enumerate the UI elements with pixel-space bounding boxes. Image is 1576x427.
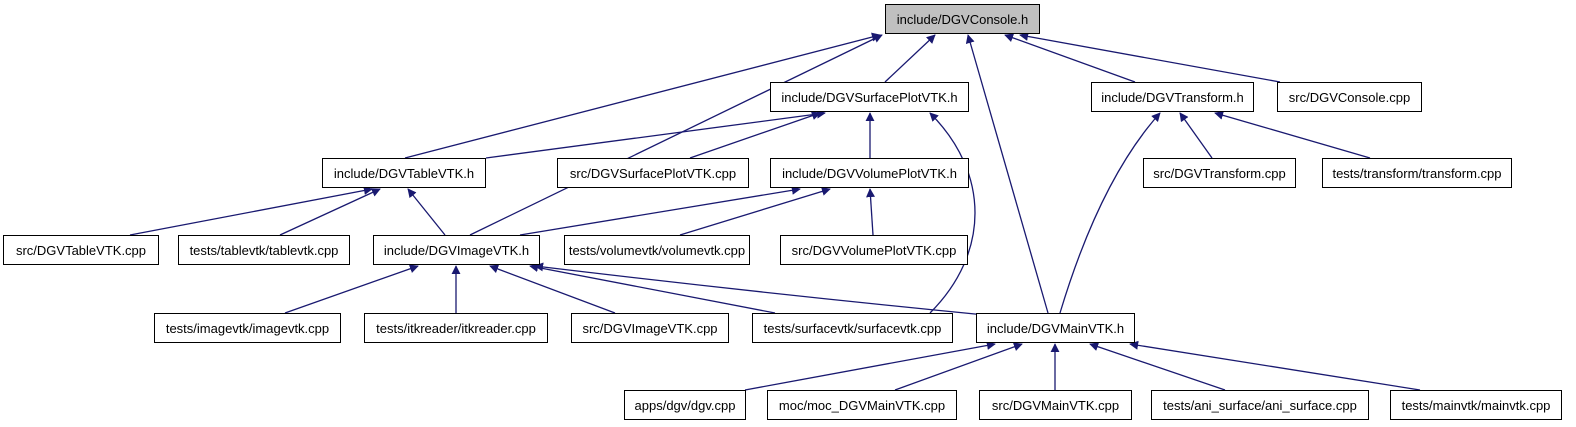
node-dgv-app-cpp[interactable]: apps/dgv/dgv.cpp [624,390,746,420]
node-dgvtablevtk-cpp[interactable]: src/DGVTableVTK.cpp [3,235,159,265]
edge-image_h-to-table_h [407,188,446,236]
node-ani-surface-test-cpp[interactable]: tests/ani_surface/ani_surface.cpp [1151,390,1369,420]
node-dgvconsole-cpp[interactable]: src/DGVConsole.cpp [1277,82,1422,112]
node-dgvimagevtk-cpp[interactable]: src/DGVImageVTK.cpp [571,313,729,343]
edge-ani_surface_test-to-mainvtk_h [1089,342,1226,391]
node-dgvtransform-cpp[interactable]: src/DGVTransform.cpp [1143,158,1296,188]
edge-table_h-to-surfaceplot_h [485,109,826,159]
node-surfacevtk-test-cpp[interactable]: tests/surfacevtk/surfacevtk.cpp [752,313,953,343]
node-itkreader-test-cpp[interactable]: tests/itkreader/itkreader.cpp [364,313,548,343]
edge-dgv_app-to-mainvtk_h [744,341,996,391]
node-dgvsurfaceplotvtk-cpp[interactable]: src/DGVSurfacePlotVTK.cpp [557,158,749,188]
edge-surfacevtk_test-to-image_h [529,263,776,314]
edge-surfaceplot_h-to-console_h [884,34,936,83]
edge-mainvtk_h-to-image_h [534,262,986,316]
node-dgvimagevtk-h[interactable]: include/DGVImageVTK.h [373,235,540,265]
edge-transform_h-to-console_h [1004,33,1136,83]
node-dgvtablevtk-h[interactable]: include/DGVTableVTK.h [322,158,486,188]
node-dgvvolumeplotvtk-cpp[interactable]: src/DGVVolumePlotVTK.cpp [780,235,968,265]
edge-image_h-to-console_h [469,34,883,236]
edge-tablevtk_test-to-table_h [279,188,381,236]
edge-table_h-to-console_h [404,32,881,159]
edge-mainvtk_h-to-transform_h [1059,112,1161,314]
edge-transform_cpp-to-transform_h [1179,112,1213,159]
edge-mainvtk_h-to-console_h [965,34,1049,314]
edge-surfacevtk_test-to-surfaceplot_h [929,112,976,314]
edge-volumeplot_cpp-to-volumeplot_h [866,188,876,236]
edge-imagevtk_test-to-image_h [284,264,419,314]
node-transform-test-cpp[interactable]: tests/transform/transform.cpp [1322,158,1512,188]
node-dgvvolumeplotvtk-h[interactable]: include/DGVVolumePlotVTK.h [770,158,969,188]
edge-table_cpp-to-table_h [129,186,373,236]
node-dgvmainvtk-h[interactable]: include/DGVMainVTK.h [976,313,1135,343]
node-dgvmainvtk-cpp[interactable]: src/DGVMainVTK.cpp [979,390,1132,420]
edge-volumevtk_test-to-volumeplot_h [679,187,831,236]
node-imagevtk-test-cpp[interactable]: tests/imagevtk/imagevtk.cpp [154,313,341,343]
node-dgvsurfaceplotvtk-h[interactable]: include/DGVSurfacePlotVTK.h [770,82,969,112]
edge-image_h-to-volumeplot_h [519,185,801,236]
edge-mainvtk_test-to-mainvtk_h [1129,340,1421,391]
edge-moc_main-to-mainvtk_h [894,342,1023,391]
node-mainvtk-test-cpp[interactable]: tests/mainvtk/mainvtk.cpp [1390,390,1562,420]
edge-surfaceplot_cpp-to-surfaceplot_h [689,111,821,159]
edge-console_cpp-to-console_h [1019,32,1281,83]
edge-image_cpp-to-image_h [489,264,616,314]
node-moc-dgvmainvtk-cpp[interactable]: moc/moc_DGVMainVTK.cpp [767,390,957,420]
node-dgvconsole-h: include/DGVConsole.h [885,4,1040,34]
node-dgvtransform-h[interactable]: include/DGVTransform.h [1091,82,1254,112]
edge-transform_test-to-transform_h [1214,110,1371,159]
node-volumevtk-test-cpp[interactable]: tests/volumevtk/volumevtk.cpp [564,235,750,265]
node-tablevtk-test-cpp[interactable]: tests/tablevtk/tablevtk.cpp [178,235,350,265]
